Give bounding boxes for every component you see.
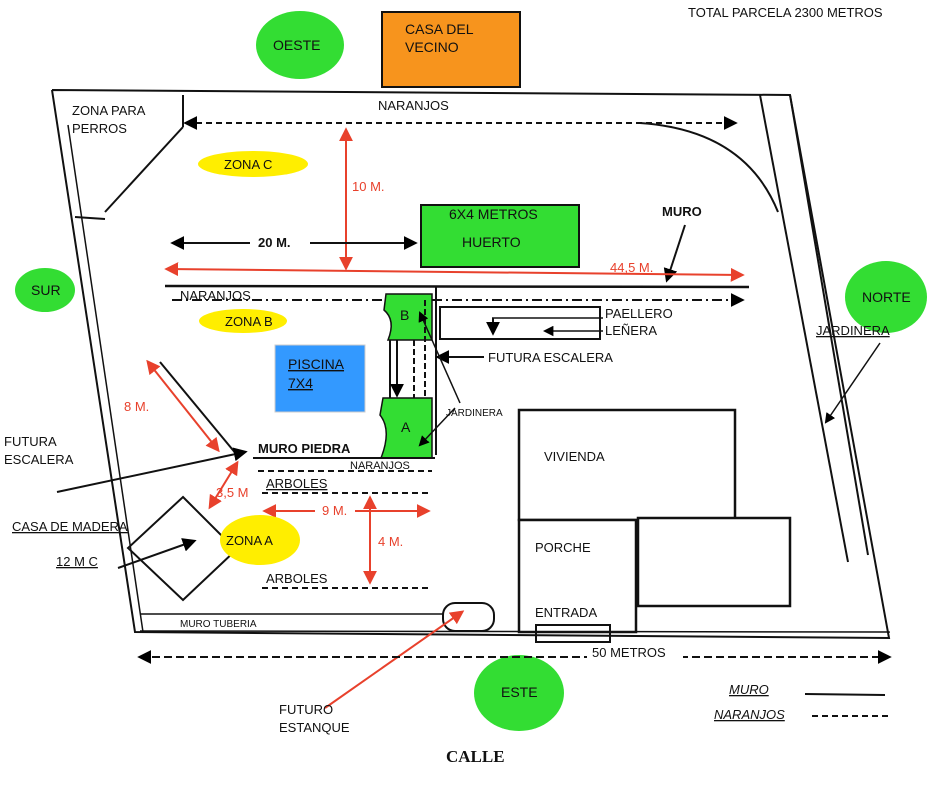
cardinal-norte-badge <box>845 261 927 333</box>
calle-label: CALLE <box>446 747 505 766</box>
plot-boundary <box>51 89 891 640</box>
arboles-1-label: ARBOLES <box>266 476 328 491</box>
zona-b-badge <box>199 309 287 333</box>
dim-9m-label: 9 M. <box>322 503 347 518</box>
casa-madera-size-label: 12 M C <box>56 554 98 569</box>
futuro-estanque-label-1: FUTURO <box>279 702 333 717</box>
jardinera-a-label: A <box>401 419 411 435</box>
estanque-pointer <box>324 610 465 709</box>
boundary-inner-right-2 <box>789 94 869 556</box>
jardinera-right-label: JARDINERA <box>816 323 890 338</box>
piscina-label: PISCINA <box>288 356 345 372</box>
legend-muro-line <box>804 693 886 696</box>
boundary-inner-left <box>67 124 144 633</box>
muro-tuberia-label: MURO TUBERIA <box>180 619 257 630</box>
zona-a-label: ZONA A <box>226 533 273 548</box>
dim-8m-arrow <box>146 359 220 453</box>
huerto-label: HUERTO <box>462 234 521 250</box>
neighbor-house-label-1: CASA DEL <box>405 21 474 37</box>
muro-pointer <box>663 224 686 283</box>
huerto-size-label: 6X4 METROS <box>449 206 538 222</box>
jardinera-b-label: B <box>400 307 409 323</box>
dim-35m-arrow <box>208 460 239 510</box>
cardinal-este-label: ESTE <box>501 684 538 700</box>
neighbor-house-label-2: VECINO <box>405 39 459 55</box>
muro-tuberia-line-2 <box>139 630 891 633</box>
diagonal-wall <box>159 361 238 456</box>
entrada-step <box>535 624 611 643</box>
jardinera-small-label: JARDINERA <box>446 408 503 419</box>
dim-35m-label: 3,5 M <box>216 485 249 500</box>
paellero-label: PAELLERO <box>605 306 673 321</box>
dog-zone-wall-3 <box>74 216 106 220</box>
dim-44m-arrow <box>164 262 745 282</box>
dim-50m-label: 50 METROS <box>592 645 666 660</box>
jardinera-small-pointer <box>418 311 461 404</box>
dim-50m-bg <box>587 645 683 661</box>
futura-escalera-left-label-2: ESCALERA <box>4 452 74 467</box>
cardinal-este-badge <box>474 655 564 731</box>
porche-label: PORCHE <box>535 540 591 555</box>
dim-20m-bg <box>250 233 310 249</box>
porche-area <box>517 518 638 634</box>
neighbor-house <box>381 11 521 88</box>
casa-madera-label: CASA DE MADERA <box>12 519 128 534</box>
dim-10m-label: 10 M. <box>352 179 385 194</box>
naranjos-top-label: NARANJOS <box>378 98 449 113</box>
cardinal-sur-badge <box>15 268 75 312</box>
futura-escalera-left-label-1: FUTURA <box>4 434 57 449</box>
legend-naranjos-label: NARANJOS <box>714 707 785 722</box>
naranjos-low-label: NARANJOS <box>350 460 410 472</box>
muro-piedra-label: MURO PIEDRA <box>258 441 351 456</box>
futura-escalera-left-pointer <box>56 447 248 493</box>
jardinera-right-pointer <box>824 342 881 424</box>
cardinal-sur-label: SUR <box>31 282 61 298</box>
casa-madera-shed <box>126 495 238 602</box>
cardinal-norte-label: NORTE <box>862 289 911 305</box>
muro-label: MURO <box>662 204 702 219</box>
cardinal-oeste-label: OESTE <box>273 37 320 53</box>
cardinal-oeste-badge <box>256 11 344 79</box>
futuro-estanque-label-2: ESTANQUE <box>279 720 350 735</box>
annex-building <box>636 516 792 608</box>
vivienda-building <box>517 408 737 522</box>
boundary-inner-right <box>759 94 849 563</box>
piscina-pool <box>274 344 366 413</box>
vivienda-label: VIVIENDA <box>544 449 605 464</box>
huerto-plot <box>420 204 580 268</box>
zona-a-badge <box>220 515 300 565</box>
futura-escalera-right-label: FUTURA ESCALERA <box>488 350 613 365</box>
zona-perros-label-2: PERROS <box>72 121 127 136</box>
piscina-size-label: 7X4 <box>288 375 313 391</box>
lenera-label: LEÑERA <box>605 323 657 338</box>
estanque-pond <box>442 602 495 632</box>
zona-perros-label-1: ZONA PARA <box>72 103 146 118</box>
dim-8m-label: 8 M. <box>124 399 149 414</box>
zona-b-label: ZONA B <box>225 314 273 329</box>
jardinera-b <box>383 293 433 341</box>
zona-c-label: ZONA C <box>224 157 272 172</box>
legend-muro-label: MURO <box>729 682 769 697</box>
jardinera-small-pointer-2 <box>418 407 456 447</box>
paellero-box <box>439 306 601 340</box>
entrada-label: ENTRADA <box>535 605 597 620</box>
dim-20m-label: 20 M. <box>258 235 291 250</box>
total-area-label: TOTAL PARCELA 2300 METROS <box>688 5 883 20</box>
muro-mid-line <box>164 284 750 289</box>
dim-4m-label: 4 M. <box>378 534 403 549</box>
arboles-2-label: ARBOLES <box>266 571 328 586</box>
zona-c-badge <box>198 151 308 177</box>
casa-madera-pointer <box>117 538 197 569</box>
dog-zone-wall-2 <box>104 126 184 213</box>
naranjos-top-curve <box>639 122 779 213</box>
dim-9m-bg <box>315 502 355 518</box>
dim-44m-label: 44,5 M. <box>610 260 653 275</box>
